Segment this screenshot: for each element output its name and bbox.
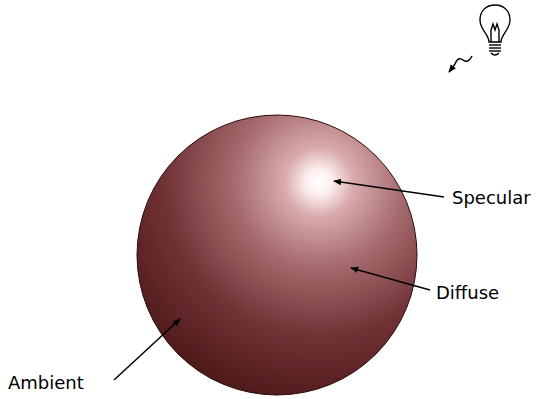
component-label: Ambient — [8, 372, 84, 393]
component-label: Specular — [452, 187, 531, 208]
leader-arrow — [334, 181, 444, 197]
light-bulb-icon — [480, 5, 510, 55]
leader-arrow — [351, 268, 430, 290]
shaded-sphere — [137, 115, 417, 395]
label-holder: Specular — [452, 187, 531, 209]
leader-arrow — [114, 319, 180, 380]
label-holder: Ambient — [8, 372, 84, 394]
label-holder: Diffuse — [436, 282, 499, 304]
light-ray-arrow — [449, 56, 472, 72]
component-label: Diffuse — [436, 282, 499, 303]
